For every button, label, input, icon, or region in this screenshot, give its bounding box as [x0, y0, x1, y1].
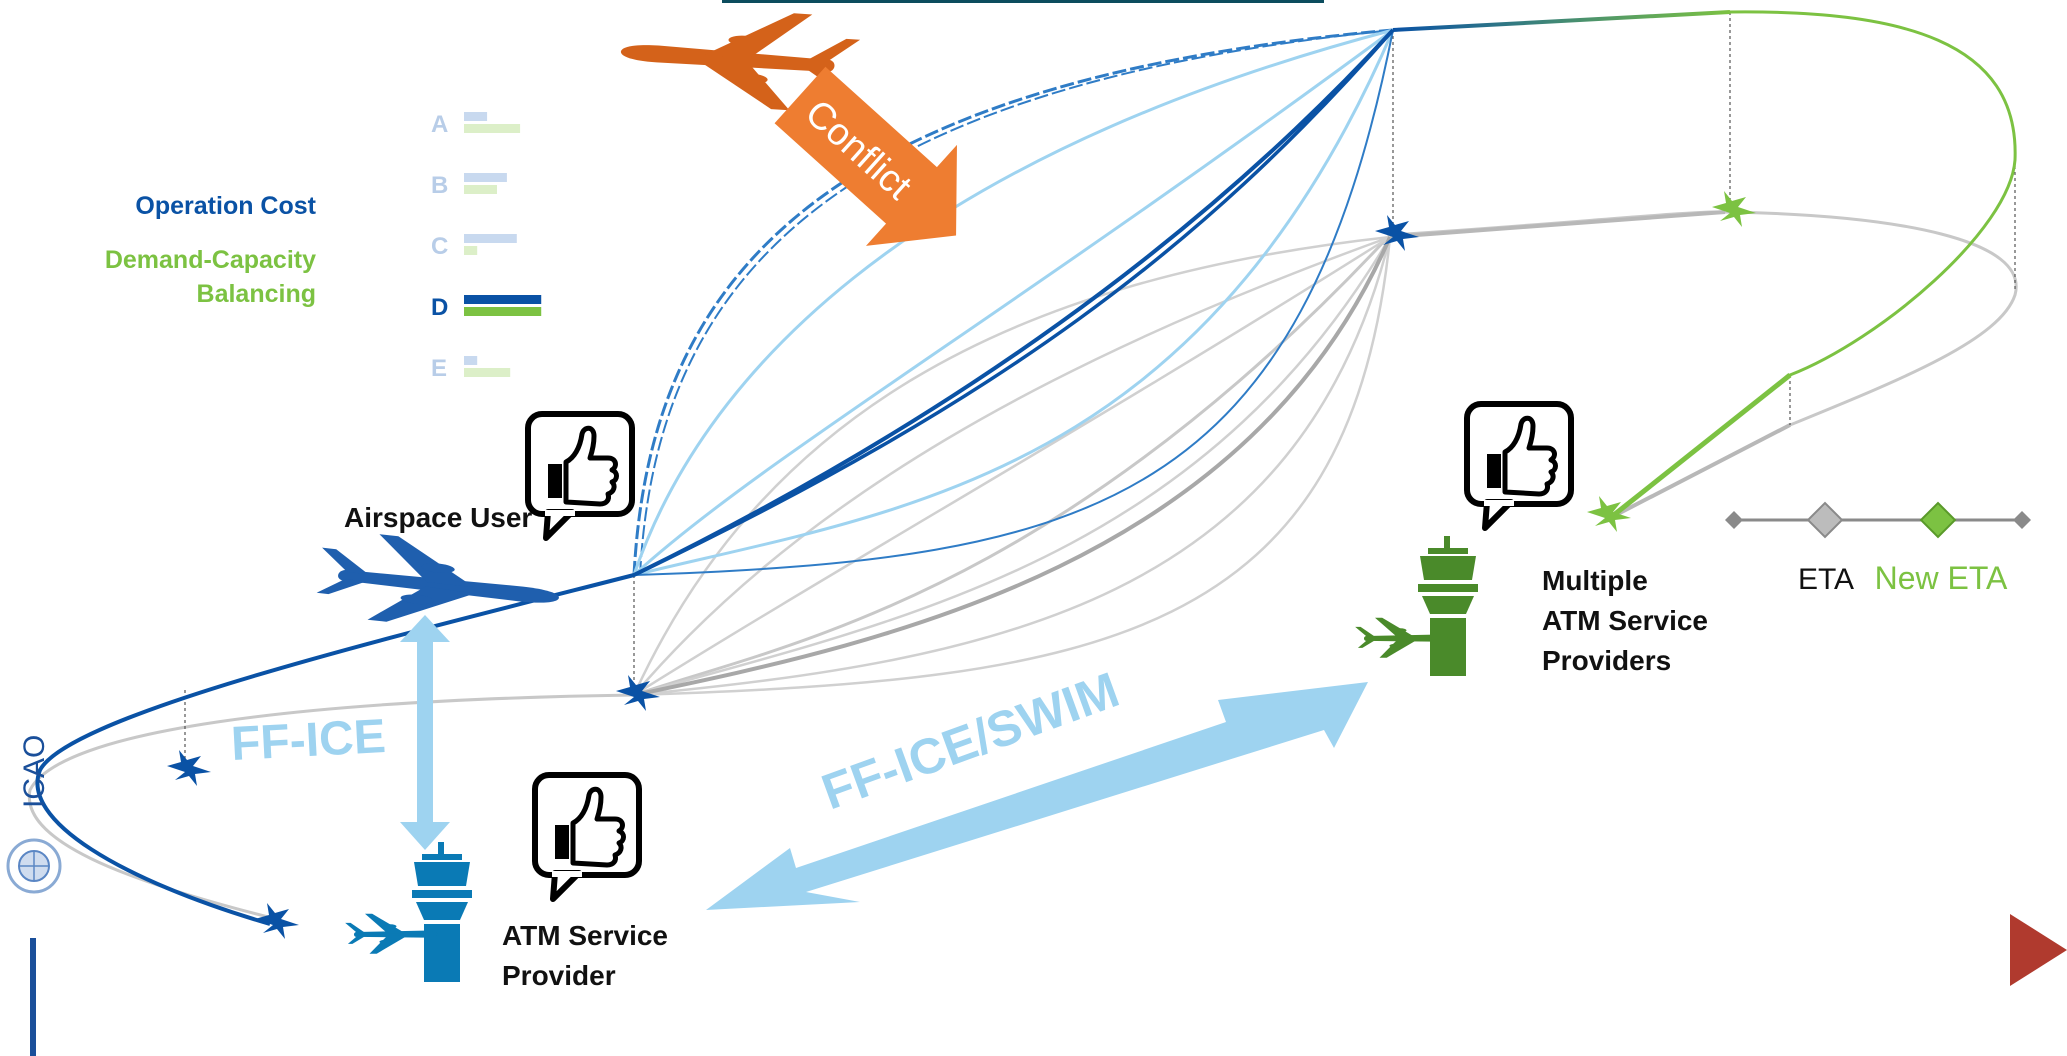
ff-ice-link-arrow [400, 615, 450, 850]
dcb-bar [464, 124, 521, 133]
candidate-routes-gray [632, 235, 1392, 697]
new-route-green [1609, 10, 2017, 520]
next-slide-arrow[interactable] [2010, 914, 2067, 986]
top-bar [722, 0, 1324, 3]
ground-track [27, 210, 2018, 922]
selected-route [35, 28, 1395, 926]
control-tower-icon [1418, 536, 1478, 676]
dcb-bar [464, 185, 497, 194]
thumbs-up-icon [1467, 404, 1571, 528]
legend-dcb-line2: Balancing [197, 280, 316, 308]
new-eta-label: New ETA [1875, 560, 2008, 596]
thumbs-up-icon [535, 775, 639, 899]
route-transition [1392, 10, 1731, 32]
operation-cost-bar [464, 173, 507, 182]
option-label: E [431, 355, 447, 382]
ff-ice-swim-arrow [706, 682, 1368, 910]
dcb-bar [464, 246, 478, 255]
multi-atm-label-2: ATM Service [1542, 605, 1708, 636]
operation-cost-bar [464, 112, 488, 121]
operation-cost-bar [464, 295, 542, 304]
green-final-leg [1608, 373, 1792, 520]
candidate-routes-blue [632, 28, 1395, 577]
gray-route-end [1389, 210, 1726, 239]
conflict-arrow: Conflict [774, 66, 957, 246]
option-label: A [431, 111, 448, 138]
option-label: C [431, 233, 448, 260]
multi-atm-label-3: Providers [1542, 645, 1671, 676]
atm-provider-label-2: Provider [502, 960, 616, 991]
atm-provider-label-1: ATM Service [502, 920, 668, 951]
new-waypoint-markers [1587, 191, 1756, 532]
legend-dcb-line1: Demand-Capacity [105, 246, 316, 274]
thumbs-up-icon [528, 414, 632, 538]
vertical-guides [184, 12, 2016, 770]
icao-emblem-icon [6, 838, 62, 894]
option-label: D [431, 294, 448, 321]
options-legend: Operation Cost Demand-Capacity Balancing… [105, 111, 542, 382]
eta-label: ETA [1798, 563, 1854, 596]
dcb-bar [464, 368, 511, 377]
airspace-user-label: Airspace User [344, 502, 532, 533]
control-tower-icon [412, 842, 472, 982]
icao-logo-text: ICAO [18, 735, 51, 808]
left-accent-bar [30, 938, 36, 1056]
multi-atm-label-1: Multiple [1542, 565, 1648, 596]
operation-cost-bar [464, 234, 517, 243]
dcb-bar [464, 307, 542, 316]
eta-marker [1806, 501, 1844, 539]
ff-ice-label: FF-ICE [230, 710, 387, 771]
eta-timeline [1725, 501, 2031, 539]
new-eta-marker [1919, 501, 1957, 539]
waypoint-markers [167, 215, 1419, 939]
gray-route-final [1609, 423, 1791, 520]
airspace-user-airplane-icon [303, 528, 571, 640]
option-label: B [431, 172, 448, 199]
gray-route-bold [633, 236, 1392, 697]
operation-cost-bar [464, 356, 478, 365]
legend-operation-cost: Operation Cost [135, 192, 316, 220]
